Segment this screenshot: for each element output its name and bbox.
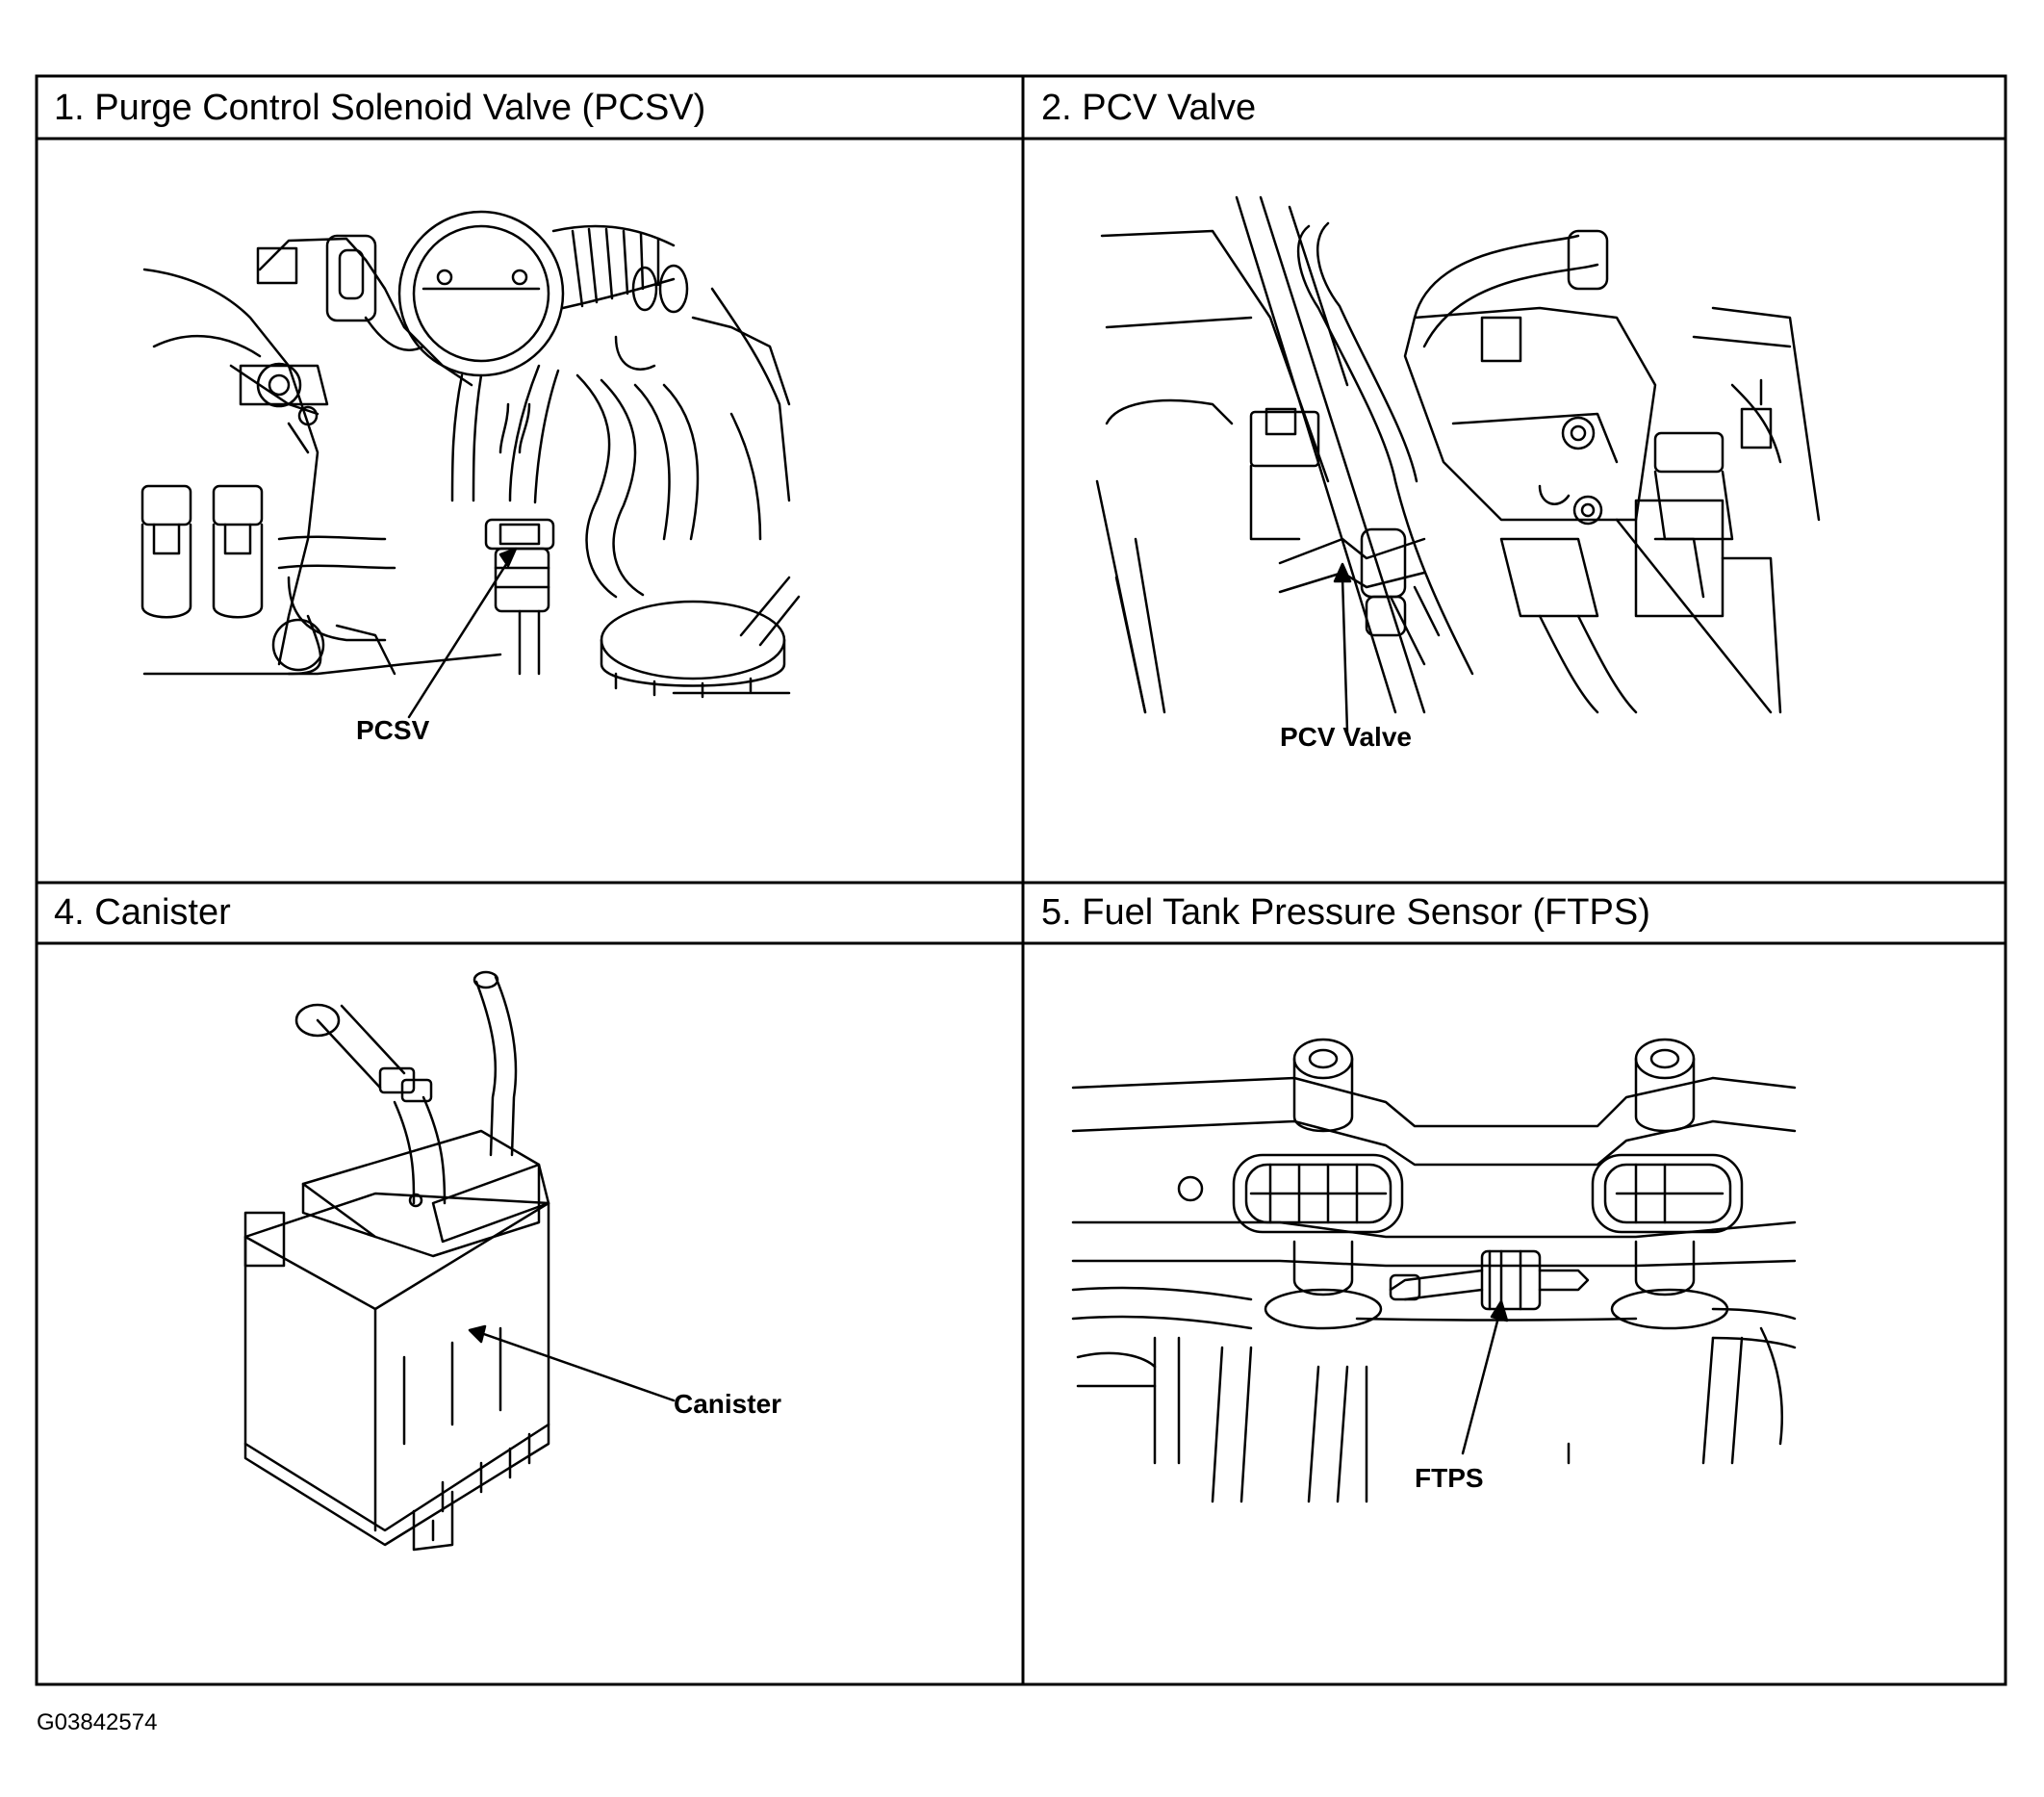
panel-4-title: 4. Canister (54, 892, 231, 933)
panel-1-title: 1. Purge Control Solenoid Valve (PCSV) (54, 88, 706, 128)
pcv-valve-callout-label: PCV Valve (1280, 722, 1412, 752)
canister-callout-label: Canister (674, 1389, 782, 1419)
figure-id: G03842574 (37, 1709, 158, 1735)
ftps-callout-label: FTPS (1415, 1463, 1484, 1493)
pcsv-callout-label: PCSV (356, 715, 430, 745)
panel-2-title: 2. PCV Valve (1041, 88, 1257, 128)
panel-5-title: 5. Fuel Tank Pressure Sensor (FTPS) (1041, 892, 1650, 933)
